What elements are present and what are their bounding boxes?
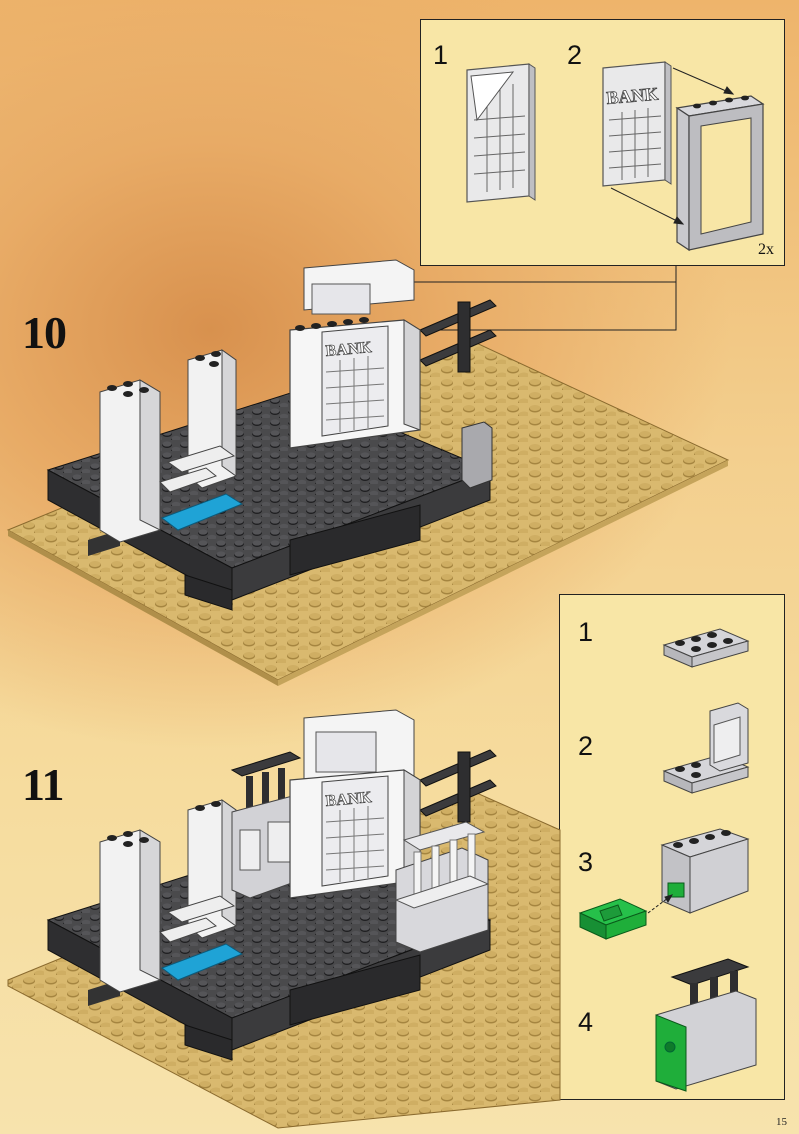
substep-number-4: 4 — [578, 1007, 594, 1037]
bank-window-front: BANK — [289, 317, 421, 449]
page-number: 15 — [776, 1116, 787, 1128]
substep-number-2: 2 — [567, 40, 583, 70]
fence-back — [419, 299, 497, 373]
step-number-11: 11 — [22, 759, 64, 810]
callout-top-substeps: 1 2 2x BANK — [420, 19, 785, 266]
bank-sign-front: BANK — [325, 789, 373, 810]
assembly-arrows — [610, 67, 735, 225]
window-sign-text: BANK — [606, 84, 660, 108]
window-pane-bank-icon: BANK — [602, 61, 672, 187]
substep-number-3: 3 — [578, 847, 594, 877]
bank-sign-front: BANK — [325, 339, 373, 360]
callout-bottom-drawing — [578, 628, 757, 1092]
bank-window-back — [303, 259, 415, 315]
panel-assembly-icon — [660, 828, 750, 914]
multiplier-label: 2x — [758, 241, 774, 258]
callout-bottom-substeps: 1 2 3 4 — [559, 594, 785, 1100]
green-safe-icon — [578, 898, 648, 940]
plate-with-panel-icon — [662, 702, 750, 794]
teller-cabinet-right — [394, 821, 490, 953]
step-number-10: 10 — [22, 307, 67, 358]
window-frame-icon — [675, 95, 765, 252]
blue-tile — [160, 943, 244, 981]
bank-window-front: BANK — [289, 769, 421, 899]
substep-number-1: 1 — [578, 617, 594, 647]
callout-top-drawing: BANK — [466, 61, 765, 252]
substep-number-1: 1 — [433, 40, 449, 70]
substep-number-2: 2 — [578, 731, 594, 761]
gray-plate-icon — [662, 628, 750, 668]
blue-tile — [160, 493, 244, 531]
fence-safe-assembly-icon — [655, 958, 757, 1092]
teller-cabinet-left — [230, 751, 302, 899]
window-pane-sticker-icon — [466, 63, 536, 203]
